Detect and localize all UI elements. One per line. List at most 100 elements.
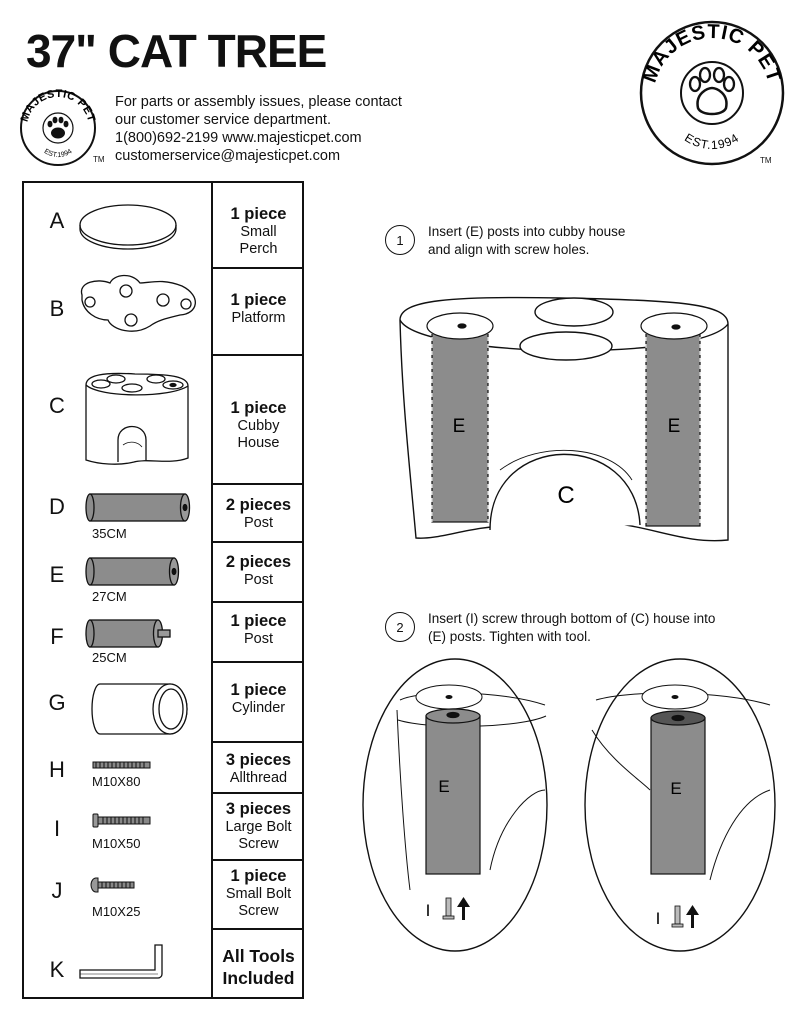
part-dim-d: 35CM — [92, 526, 127, 541]
part-letter-h: H — [49, 757, 65, 782]
part-dim-e: 27CM — [92, 589, 127, 604]
row-divider — [211, 541, 304, 543]
part-letter-k: K — [49, 957, 65, 982]
part-letter-e: E — [49, 562, 65, 587]
post-e-left — [426, 312, 494, 523]
part-dim-i: M10X50 — [92, 836, 141, 851]
contact-line-3: 1(800)692-2199 www.majesticpet.com — [115, 130, 362, 146]
svg-text:EST.1994: EST.1994 — [682, 130, 741, 152]
row-divider — [211, 792, 304, 794]
part-name: Large Bolt — [225, 819, 292, 835]
logo-est-text-large: EST.1994 — [682, 130, 740, 152]
row-divider — [211, 741, 304, 743]
post-e-right — [640, 312, 708, 527]
large-bolt-i-icon — [92, 813, 151, 828]
arrow-up-icon — [686, 905, 699, 928]
part-name: Post — [243, 572, 273, 588]
part-name: Post — [243, 631, 273, 647]
arrow-up-icon — [457, 897, 470, 920]
part-name: House — [237, 435, 280, 451]
step-2-label-e-left: E — [438, 777, 449, 796]
parts-list — [22, 181, 304, 999]
step-2-text-line-1: Insert (I) screw through bottom of (C) h… — [428, 611, 716, 626]
row-divider — [211, 354, 304, 356]
step-1-label-c: C — [557, 482, 574, 509]
part-name: Included — [222, 968, 295, 988]
parts-divider — [211, 181, 213, 999]
part-name: Small Bolt — [225, 886, 292, 902]
small-bolt-j-icon — [90, 877, 135, 893]
brand-logo-small: MAJESTIC PET EST.1994 — [19, 88, 97, 166]
allthread-h-icon — [92, 761, 151, 769]
perch-a-icon — [79, 204, 177, 250]
row-divider — [211, 267, 304, 269]
screw-icon — [442, 897, 455, 920]
part-qty-c: 1 piece Cubby House — [213, 399, 304, 452]
step-1-text-line-2: and align with screw holes. — [428, 242, 590, 257]
part-letter-c: C — [49, 393, 65, 418]
part-name: Small — [240, 224, 277, 240]
part-qty-e: 2 pieces Post — [213, 553, 304, 589]
step-1-label-e-left: E — [453, 416, 466, 437]
part-qty-g: 1 piece Cylinder — [213, 681, 304, 717]
post-e-icon — [85, 557, 180, 586]
row-divider — [211, 928, 304, 930]
paw-icon — [680, 61, 744, 125]
part-qty-f: 1 piece Post — [213, 612, 304, 648]
screw-icon — [671, 905, 684, 928]
row-divider — [211, 483, 304, 485]
part-letter-d: D — [49, 494, 65, 519]
step-1-text-line-1: Insert (E) posts into cubby house — [428, 224, 626, 239]
step-2-label-e-right: E — [670, 779, 681, 798]
logo-small-tm: TM — [93, 155, 105, 164]
contact-line-4: customerservice@majesticpet.com — [115, 148, 341, 164]
part-letter-f: F — [50, 624, 64, 649]
part-name: Screw — [238, 836, 279, 852]
qty-count: 2 pieces — [225, 496, 292, 514]
part-qty-a: 1 piece Small Perch — [213, 205, 304, 258]
svg-text:EST.1994: EST.1994 — [43, 148, 74, 159]
step-2-label-i-right: I — [656, 909, 661, 928]
part-name: Post — [243, 515, 273, 531]
hex-key-k-icon — [79, 944, 163, 979]
part-letter-a: A — [49, 208, 65, 233]
qty-count: 2 pieces — [225, 553, 292, 571]
row-divider — [211, 661, 304, 663]
part-name: Screw — [238, 903, 279, 919]
post-f-icon — [85, 619, 171, 648]
paw-icon — [42, 112, 74, 144]
part-letter-i: I — [53, 816, 61, 841]
part-qty-b: 1 piece Platform — [213, 291, 304, 327]
page-title: 37" CAT TREE — [26, 25, 327, 77]
logo-large-tm: TM — [760, 156, 772, 165]
step-2-number: 2 — [385, 612, 415, 642]
contact-line-2: our customer service department. — [115, 112, 331, 128]
qty-count: 1 piece — [230, 612, 287, 630]
part-dim-j: M10X25 — [92, 904, 141, 919]
cubby-house-c-icon — [85, 372, 189, 465]
step-1-number: 1 — [385, 225, 415, 255]
step-2-text-line-2: (E) posts. Tighten with tool. — [428, 629, 591, 644]
step-2-post-left — [425, 708, 481, 875]
qty-count: 1 piece — [230, 867, 287, 885]
qty-count: 1 piece — [230, 205, 287, 223]
row-divider — [211, 601, 304, 603]
qty-count: 1 piece — [230, 681, 287, 699]
logo-est-text: EST.1994 — [43, 148, 74, 159]
part-dim-h: M10X80 — [92, 774, 141, 789]
step-1-label-e-right: E — [668, 416, 681, 437]
part-letter-b: B — [49, 296, 65, 321]
cylinder-g-icon — [91, 683, 188, 735]
part-name: Cubby — [237, 418, 280, 434]
part-letter-j: J — [51, 878, 63, 903]
part-qty-j: 1 piece Small Bolt Screw — [213, 867, 304, 920]
part-qty-k: All Tools Included — [213, 945, 304, 989]
part-name: Allthread — [229, 770, 288, 786]
step-2-post-right — [650, 710, 706, 875]
qty-count: 3 pieces — [225, 751, 292, 769]
step-2-label-i-left: I — [426, 901, 431, 920]
part-name: Platform — [231, 310, 286, 326]
part-name: Cylinder — [231, 700, 286, 716]
